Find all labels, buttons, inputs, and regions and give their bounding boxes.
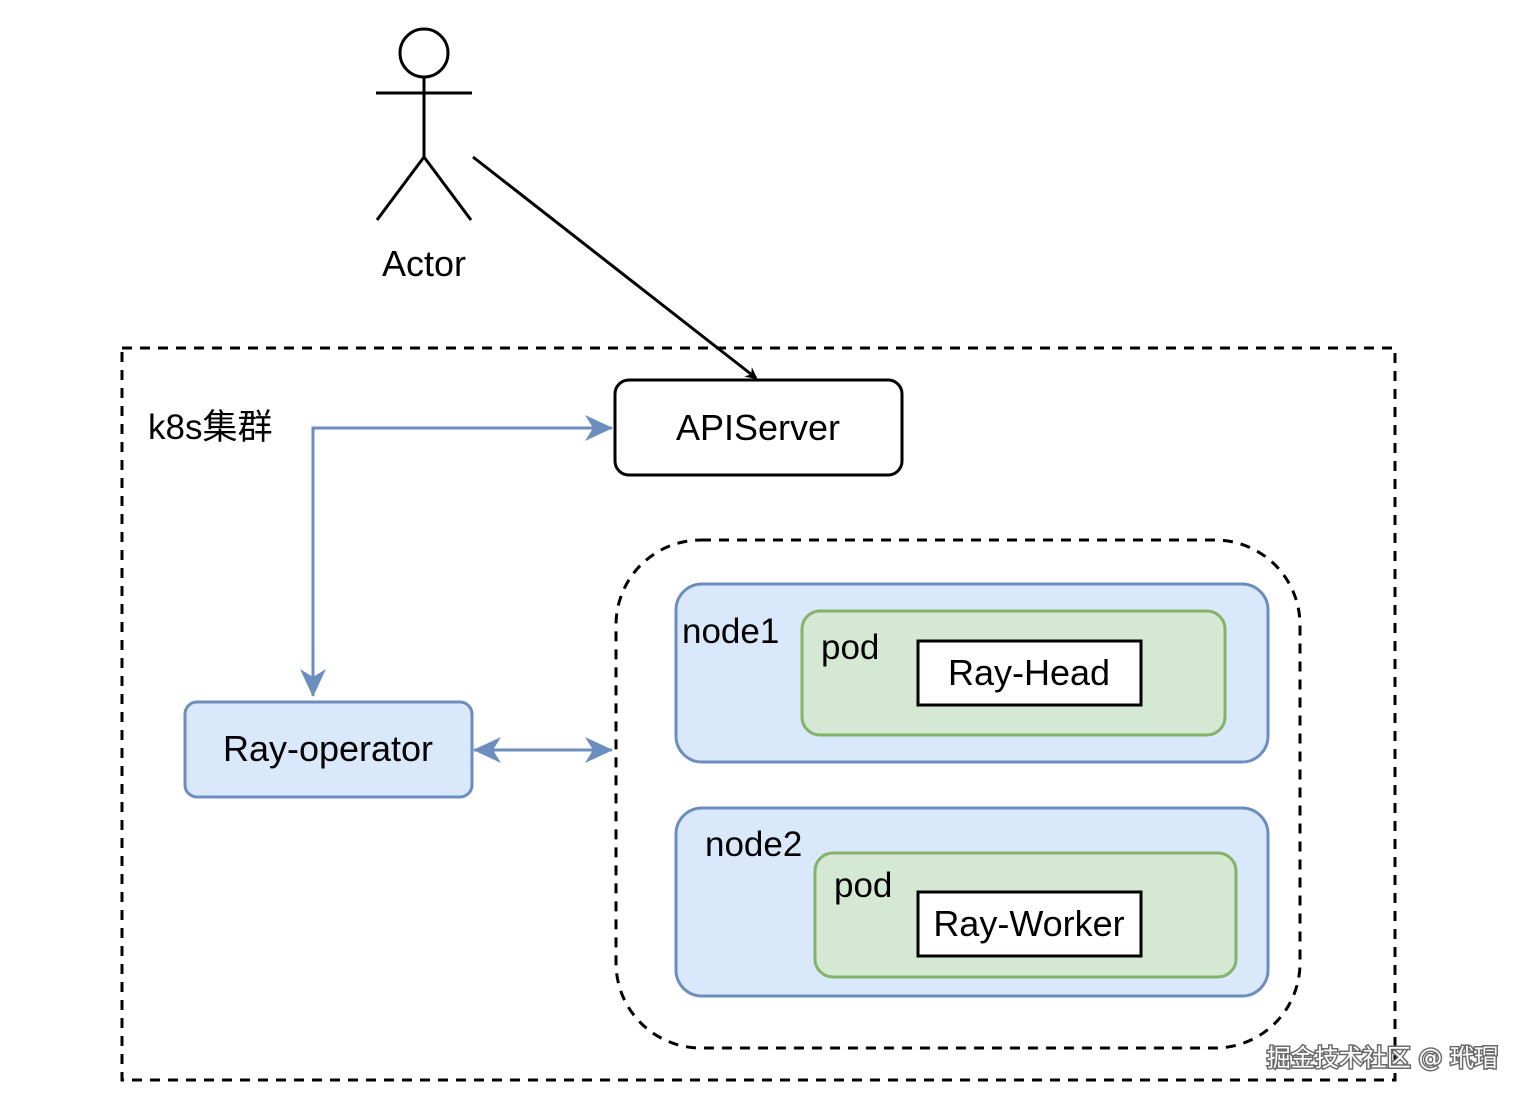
actor-to-apiserver-arrow xyxy=(472,155,758,380)
actor-icon xyxy=(375,27,473,221)
ray-operator-box[interactable]: Ray-operator xyxy=(183,700,474,799)
ray-head-box[interactable]: Ray-Head xyxy=(916,639,1143,707)
node1-box[interactable]: node1 pod Ray-Head xyxy=(674,582,1270,764)
watermark-text: 掘金技术社区 @ 玳瑁 xyxy=(1267,1044,1498,1072)
cluster-label: k8s集群 xyxy=(148,408,272,447)
ray-head-label: Ray-Head xyxy=(948,652,1110,693)
actor-label: Actor xyxy=(382,243,466,284)
node2-pod-box[interactable]: pod Ray-Worker xyxy=(813,851,1238,979)
node1-pod-box[interactable]: pod Ray-Head xyxy=(800,609,1227,737)
apiserver-box[interactable]: APIServer xyxy=(613,378,904,477)
node-group-boundary xyxy=(614,538,1302,1050)
ray-worker-box[interactable]: Ray-Worker xyxy=(916,890,1143,958)
node1-pod-label: pod xyxy=(821,628,879,667)
node2-pod-label: pod xyxy=(834,866,892,905)
apiserver-label: APIServer xyxy=(676,407,840,448)
apiserver-operator-connector xyxy=(300,415,613,697)
k8s-cluster-boundary xyxy=(120,346,1397,1082)
node2-box[interactable]: node2 pod Ray-Worker xyxy=(674,806,1270,998)
node2-label: node2 xyxy=(705,825,802,864)
ray-worker-label: Ray-Worker xyxy=(933,903,1124,944)
node1-label: node1 xyxy=(682,612,779,651)
ray-operator-label: Ray-operator xyxy=(223,728,433,769)
